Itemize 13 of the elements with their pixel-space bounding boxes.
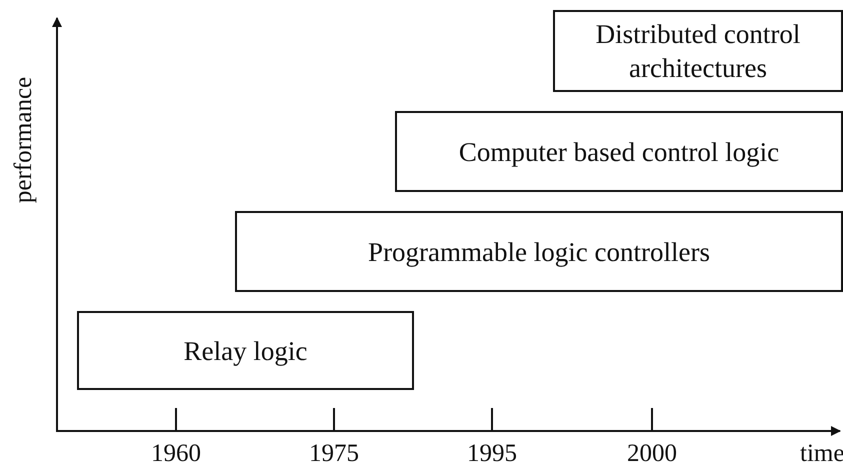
era-box xyxy=(77,311,414,390)
era-label: Programmable logic controllers xyxy=(368,236,710,268)
axis-title: performance xyxy=(10,76,38,204)
era-label: Computer based control logic xyxy=(458,136,780,168)
tick-label: 1960 xyxy=(151,440,201,468)
era-label: Distributed control architectures xyxy=(594,18,802,85)
era-label: Relay logic xyxy=(184,334,308,368)
tick-label: 1995 xyxy=(467,440,517,468)
tick-label: 1975 xyxy=(309,440,359,468)
era-box xyxy=(395,111,843,192)
era-box xyxy=(553,10,843,92)
era-box xyxy=(235,211,843,292)
tick-label: 2000 xyxy=(627,440,677,468)
